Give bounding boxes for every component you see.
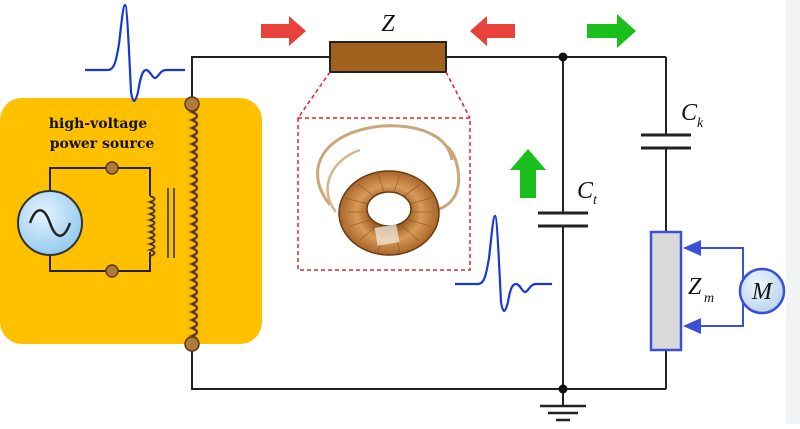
- impedance-z-label: Z: [381, 11, 395, 37]
- arrow-red-right: [470, 16, 515, 46]
- right-edge-strip: [786, 0, 800, 424]
- ac-source-icon: [17, 190, 83, 256]
- hv-node-bottom: [184, 336, 200, 352]
- primary-coil-outline: [148, 195, 155, 257]
- main-wiring: [191, 56, 667, 406]
- secondary-coil-outline: [190, 103, 198, 345]
- meter-m-label: M: [751, 279, 774, 305]
- primary-node-top: [105, 161, 119, 175]
- capacitor-ct-label: C: [577, 178, 594, 204]
- capacitor-ct: [538, 211, 588, 228]
- junction-top: [558, 52, 568, 62]
- source-label-line2: power source: [50, 136, 155, 152]
- measuring-impedance-zm: [649, 230, 683, 352]
- capacitor-ct-sub: t: [593, 193, 598, 208]
- meter-arrow-bottom: [683, 318, 701, 334]
- junction-bottom: [558, 384, 568, 394]
- ground-icon: [540, 404, 586, 422]
- impedance-z: [329, 41, 447, 73]
- hv-node-top: [184, 96, 200, 112]
- capacitor-ck: [641, 133, 691, 150]
- measuring-impedance-zm-sub: m: [704, 291, 714, 306]
- arrow-green-right: [587, 14, 636, 48]
- capacitor-ck-sub: k: [697, 116, 704, 131]
- arrow-red-left: [261, 16, 306, 46]
- toroidal-coil-icon: [316, 124, 461, 256]
- primary-node-bottom: [105, 264, 119, 278]
- arrow-green-up: [510, 149, 546, 198]
- measuring-impedance-zm-label: Z: [688, 274, 702, 300]
- meter-m: [738, 267, 786, 315]
- pulse-waveform-bottom: [455, 214, 552, 313]
- source-label-line1: high-voltage: [49, 116, 147, 132]
- pulse-waveform-top: [85, 3, 185, 103]
- capacitor-ck-label: C: [681, 100, 698, 126]
- transformer-core: [167, 188, 175, 258]
- meter-arrow-top: [683, 240, 701, 256]
- meter-connections: [700, 247, 744, 327]
